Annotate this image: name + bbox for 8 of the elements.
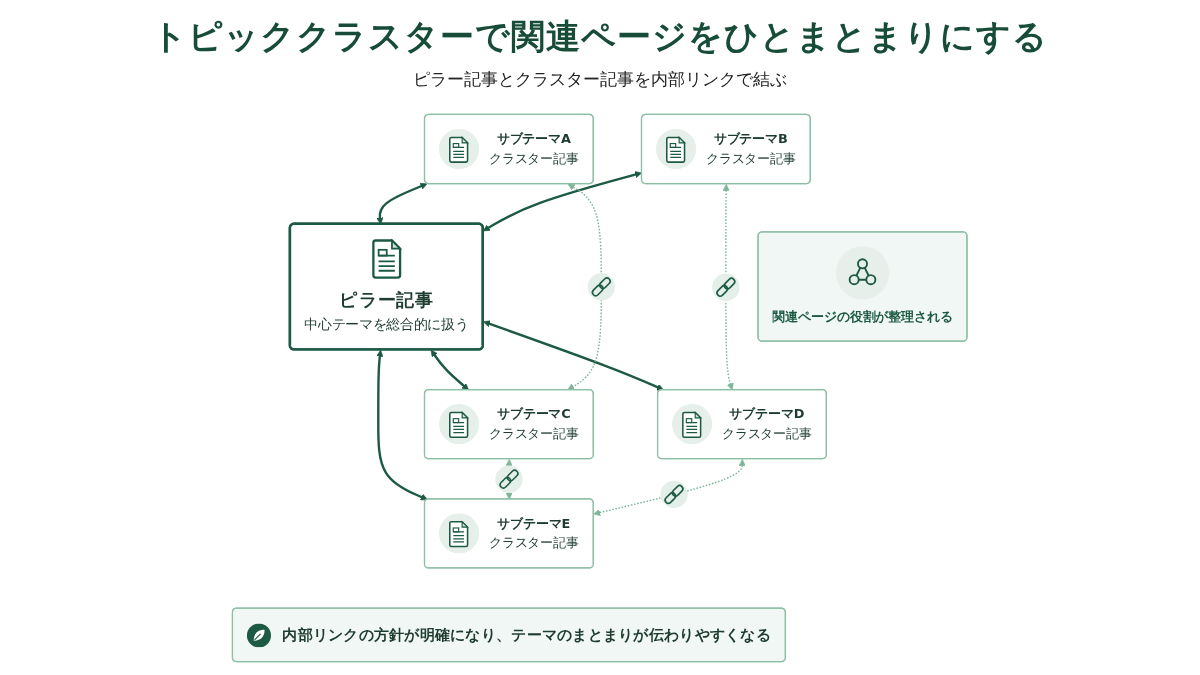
arrow [722,183,734,391]
subtitle: ピラー記事とクラスター記事を内部リンクで結ぶ [413,68,787,91]
arrow [431,349,470,391]
arrow [483,320,665,391]
arrow [376,349,429,501]
title: トピッククラスターで関連ページをひとまとまりにする [152,15,1048,58]
arrow [567,183,603,391]
arrow [593,459,747,516]
